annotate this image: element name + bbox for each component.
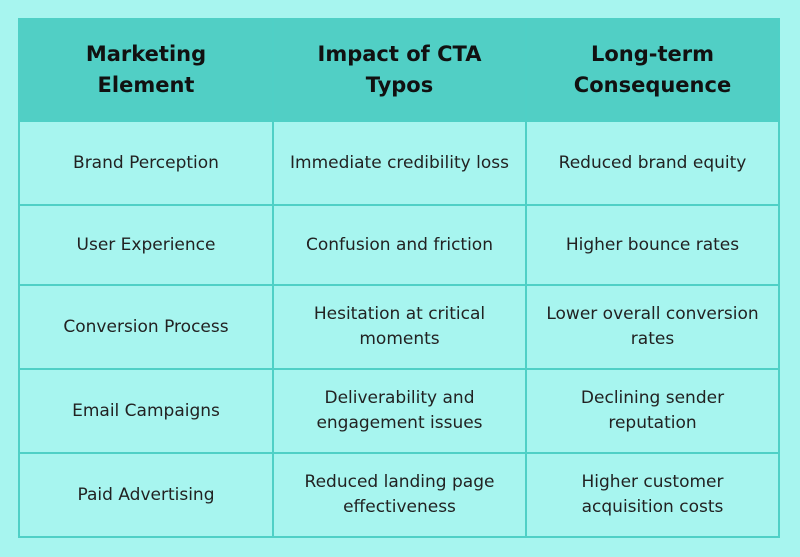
table-row: Email Campaigns Deliverability and engag…: [18, 368, 780, 454]
header-row: Marketing Element Impact of CTA Typos Lo…: [18, 18, 780, 122]
comparison-table-container: Marketing Element Impact of CTA Typos Lo…: [18, 18, 780, 538]
table-row: Paid Advertising Reduced landing page ef…: [18, 452, 780, 538]
cell-impact: Confusion and friction: [272, 204, 527, 286]
comparison-table: Marketing Element Impact of CTA Typos Lo…: [18, 18, 780, 538]
cell-consequence: Lower overall conversion rates: [525, 284, 780, 370]
cell-consequence: Declining sender reputation: [525, 368, 780, 454]
cell-marketing-element: Brand Perception: [18, 120, 274, 206]
cell-consequence: Reduced brand equity: [525, 120, 780, 206]
cell-marketing-element: Paid Advertising: [18, 452, 274, 538]
cell-marketing-element: User Experience: [18, 204, 274, 286]
cell-marketing-element: Email Campaigns: [18, 368, 274, 454]
cell-impact: Immediate credibility loss: [272, 120, 527, 206]
cell-marketing-element: Conversion Process: [18, 284, 274, 370]
table-row: User Experience Confusion and friction H…: [18, 204, 780, 286]
table-row: Conversion Process Hesitation at critica…: [18, 284, 780, 370]
table-row: Brand Perception Immediate credibility l…: [18, 120, 780, 206]
table-header: Marketing Element Impact of CTA Typos Lo…: [18, 18, 780, 122]
cell-impact: Reduced landing page effectiveness: [272, 452, 527, 538]
table-body: Brand Perception Immediate credibility l…: [18, 120, 780, 538]
cell-impact: Deliverability and engagement issues: [272, 368, 527, 454]
header-marketing-element: Marketing Element: [18, 18, 274, 122]
header-impact-of-cta-typos: Impact of CTA Typos: [272, 18, 527, 122]
cell-consequence: Higher bounce rates: [525, 204, 780, 286]
header-long-term-consequence: Long-term Consequence: [525, 18, 780, 122]
cell-consequence: Higher customer acquisition costs: [525, 452, 780, 538]
cell-impact: Hesitation at critical moments: [272, 284, 527, 370]
